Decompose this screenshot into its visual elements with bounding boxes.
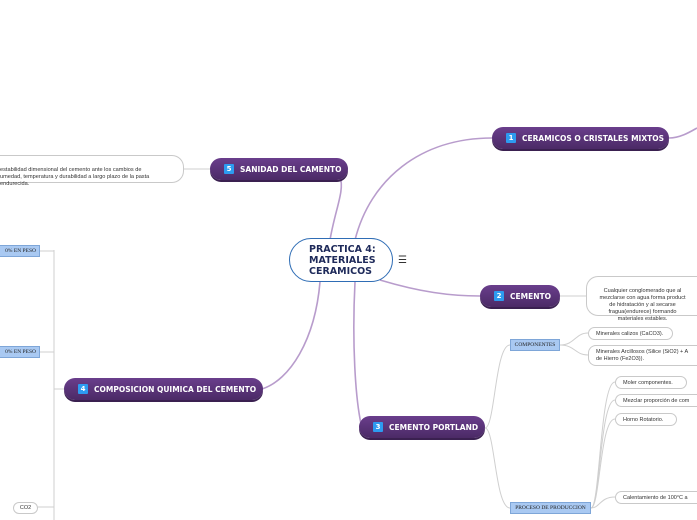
note-text: Cualquier conglomerado que al mezclarse … xyxy=(599,288,686,322)
topic-label: CERAMICOS O CRISTALES MIXTOS xyxy=(522,133,664,143)
topic-label: CEMENTO xyxy=(510,291,551,301)
subtopic-componentes[interactable]: COMPONENTES xyxy=(510,339,560,351)
topic-number-badge: 3 xyxy=(373,422,383,432)
note-text: estabilidad dimensional del cemento ante… xyxy=(0,167,150,187)
leaf-proceso[interactable]: Mezclar proporción de com xyxy=(615,394,697,407)
menu-icon[interactable]: ☰ xyxy=(398,255,407,266)
central-topic-title: PRACTICA 4: MATERIALES CERAMICOS xyxy=(309,243,376,277)
subtopic-composicion[interactable]: 0% EN PESO xyxy=(0,346,40,358)
central-topic[interactable]: PRACTICA 4: MATERIALES CERAMICOS xyxy=(289,238,393,282)
note-sanidad[interactable]: estabilidad dimensional del cemento ante… xyxy=(0,155,184,187)
topic-number-badge: 4 xyxy=(78,384,88,394)
leaf-proceso[interactable]: Calentamiento de 100°C a xyxy=(615,491,697,504)
topic-composicion-quimica[interactable]: 4 COMPOSICION QUIMICA DEL CEMENTO xyxy=(64,378,263,400)
topic-label: SANIDAD DEL CAMENTO xyxy=(240,164,342,174)
leaf-proceso[interactable]: Horno Rotatorio. xyxy=(615,413,677,426)
topic-number-badge: 2 xyxy=(494,291,504,301)
subtopic-composicion[interactable]: 0% EN PESO xyxy=(0,245,40,257)
topic-cemento-portland[interactable]: 3 CEMENTO PORTLAND xyxy=(359,416,485,438)
topic-cemento[interactable]: 2 CEMENTO xyxy=(480,285,560,307)
topic-number-badge: 5 xyxy=(224,164,234,174)
leaf-componente[interactable]: Minerales calizos (CaCO3). xyxy=(588,327,673,340)
topic-ceramicos-mixtos[interactable]: 1 CERAMICOS O CRISTALES MIXTOS xyxy=(492,127,669,149)
topic-label: CEMENTO PORTLAND xyxy=(389,422,479,432)
note-cemento[interactable]: Cualquier conglomerado que al mezclarse … xyxy=(586,276,697,322)
topic-label: COMPOSICION QUIMICA DEL CEMENTO xyxy=(94,384,257,394)
topic-number-badge: 1 xyxy=(506,133,516,143)
subtopic-proceso-produccion[interactable]: PROCESO DE PRODUCCION xyxy=(510,502,591,514)
leaf-co2[interactable]: CO2 xyxy=(13,502,38,514)
leaf-proceso[interactable]: Moler componentes. xyxy=(615,376,687,389)
leaf-componente[interactable]: Minerales Arcillosos (Silice (SiO2) + A … xyxy=(588,345,697,366)
topic-sanidad-cemento[interactable]: 5 SANIDAD DEL CAMENTO xyxy=(210,158,348,180)
